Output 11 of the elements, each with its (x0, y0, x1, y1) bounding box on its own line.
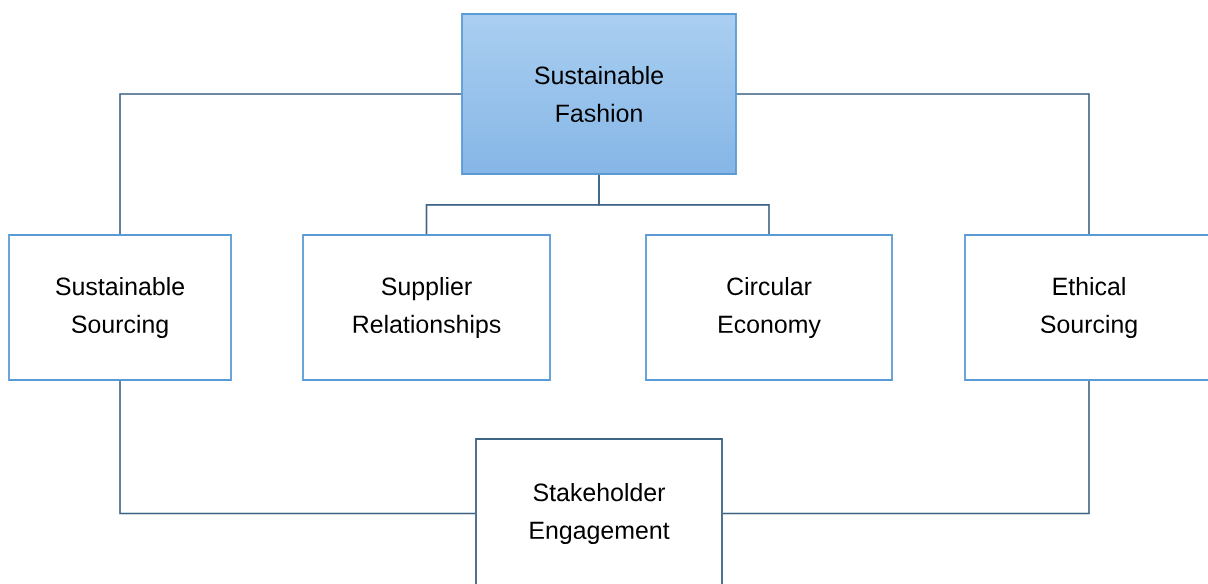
category-box: Sustainable Sourcing (8, 234, 232, 381)
category-box: Circular Economy (645, 234, 893, 381)
connector-line (736, 93, 1090, 235)
category-box: Ethical Sourcing (964, 234, 1208, 381)
topic-box: Sustainable Fashion (461, 13, 737, 175)
connector-line (119, 380, 476, 515)
connector-line (119, 93, 462, 235)
category-box: Supplier Relationships (302, 234, 551, 381)
connector-line (598, 174, 770, 235)
connector-line (722, 380, 1090, 515)
category-box: Stakeholder Engagement (475, 438, 723, 584)
